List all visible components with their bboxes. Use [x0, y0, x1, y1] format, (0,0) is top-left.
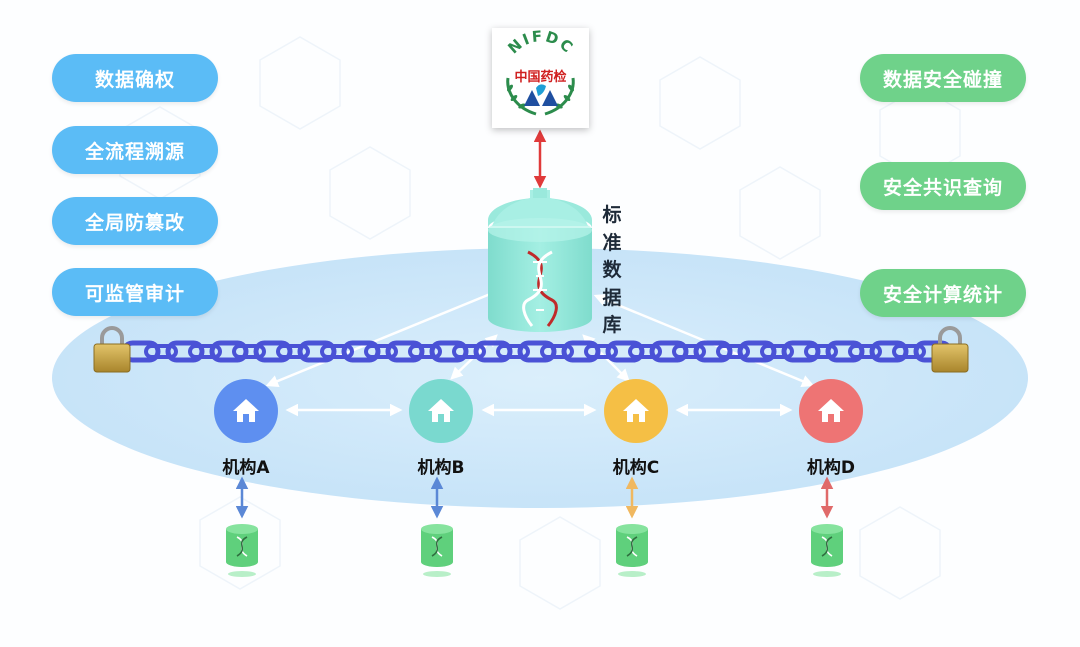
- chain-link: [804, 344, 838, 359]
- chain-link: [341, 340, 381, 363]
- house-icon: [818, 399, 844, 422]
- house-icon: [623, 399, 649, 422]
- chain-link: [232, 344, 266, 359]
- logo-cn-text: 中国药检: [514, 70, 567, 85]
- house-icon: [428, 399, 454, 422]
- chain-link: [781, 340, 821, 363]
- chain-link: [584, 344, 618, 359]
- chain-link: [517, 340, 557, 363]
- database-label-char: 准: [602, 231, 622, 254]
- chain-link: [473, 340, 513, 363]
- blockchain-chain: [121, 340, 953, 363]
- institution-nodes: [214, 379, 863, 443]
- database-label-char: 标: [602, 204, 622, 226]
- chain-link: [693, 340, 733, 363]
- pill-consensus-query: 安全共识查询: [860, 162, 1026, 210]
- institution-node-b: [409, 379, 473, 443]
- chain-link: [452, 344, 486, 359]
- database-label-char: 库: [602, 314, 622, 336]
- chain-link: [276, 344, 310, 359]
- pill-secure-collision: 数据安全碰撞: [860, 54, 1026, 102]
- dna-icon: [821, 536, 833, 557]
- pill-auditable: 可监管审计: [52, 268, 218, 316]
- chain-link: [165, 340, 205, 363]
- chain-link: [496, 344, 530, 359]
- dna-icon: [236, 536, 248, 557]
- chain-link: [429, 340, 469, 363]
- chain-link: [364, 344, 398, 359]
- chain-link: [848, 344, 882, 359]
- institution-label-a: 机构A: [222, 458, 270, 478]
- institution-label-c: 机构C: [612, 458, 660, 478]
- pill-secure-computation: 安全计算统计: [860, 269, 1026, 317]
- institution-database-d: [811, 524, 843, 577]
- chain-link: [605, 340, 645, 363]
- chain-link: [716, 344, 750, 359]
- chain-link: [869, 340, 909, 363]
- chain-link: [209, 340, 249, 363]
- chain-link: [892, 344, 926, 359]
- chain-link: [672, 344, 706, 359]
- chain-link: [737, 340, 777, 363]
- chain-link: [253, 340, 293, 363]
- chain-link: [385, 340, 425, 363]
- institution-node-c: [604, 379, 668, 443]
- link-db-d: [593, 294, 815, 387]
- chain-link: [649, 340, 689, 363]
- chain-link: [825, 340, 865, 363]
- institution-storage-links: [235, 476, 834, 519]
- chain-link: [408, 344, 442, 359]
- pill-full-traceability: 全流程溯源: [52, 126, 218, 174]
- database-label-char: 数: [602, 259, 622, 281]
- institution-label-d: 机构D: [806, 458, 856, 478]
- institution-node-a: [214, 379, 278, 443]
- house-icon: [233, 399, 259, 422]
- institution-database-b: [421, 524, 453, 577]
- dna-icon: [626, 536, 638, 557]
- institution-database-c: [616, 524, 648, 577]
- chain-link: [188, 344, 222, 359]
- chain-link: [628, 344, 662, 359]
- dna-icon: [431, 536, 443, 557]
- database-vertical-label: 标准数据库: [600, 202, 624, 340]
- nifdc-emblem-icon: NIFDC: [504, 27, 577, 116]
- database-label-char: 据: [602, 286, 622, 309]
- link-db-a: [265, 288, 503, 387]
- chain-link: [144, 344, 178, 359]
- institution-node-d: [799, 379, 863, 443]
- institution-label-b: 机构B: [417, 458, 465, 478]
- dna-icon: [522, 250, 558, 327]
- chain-link: [320, 344, 354, 359]
- padlock-icon: [931, 326, 969, 373]
- logo-arc-text: NIFDC: [504, 27, 575, 57]
- institution-databases: [226, 524, 843, 577]
- chain-link: [297, 340, 337, 363]
- nifdc-logo: NIFDC 中国药检: [492, 27, 589, 128]
- chain-link: [561, 340, 601, 363]
- standard-database: [488, 188, 592, 332]
- padlock-icon: [93, 326, 131, 373]
- pill-tamper-proof: 全局防篡改: [52, 197, 218, 245]
- svg-text:NIFDC: NIFDC: [504, 28, 577, 57]
- chain-link: [760, 344, 794, 359]
- chain-link: [540, 344, 574, 359]
- institution-database-a: [226, 524, 258, 577]
- pill-data-rights: 数据确权: [52, 54, 218, 102]
